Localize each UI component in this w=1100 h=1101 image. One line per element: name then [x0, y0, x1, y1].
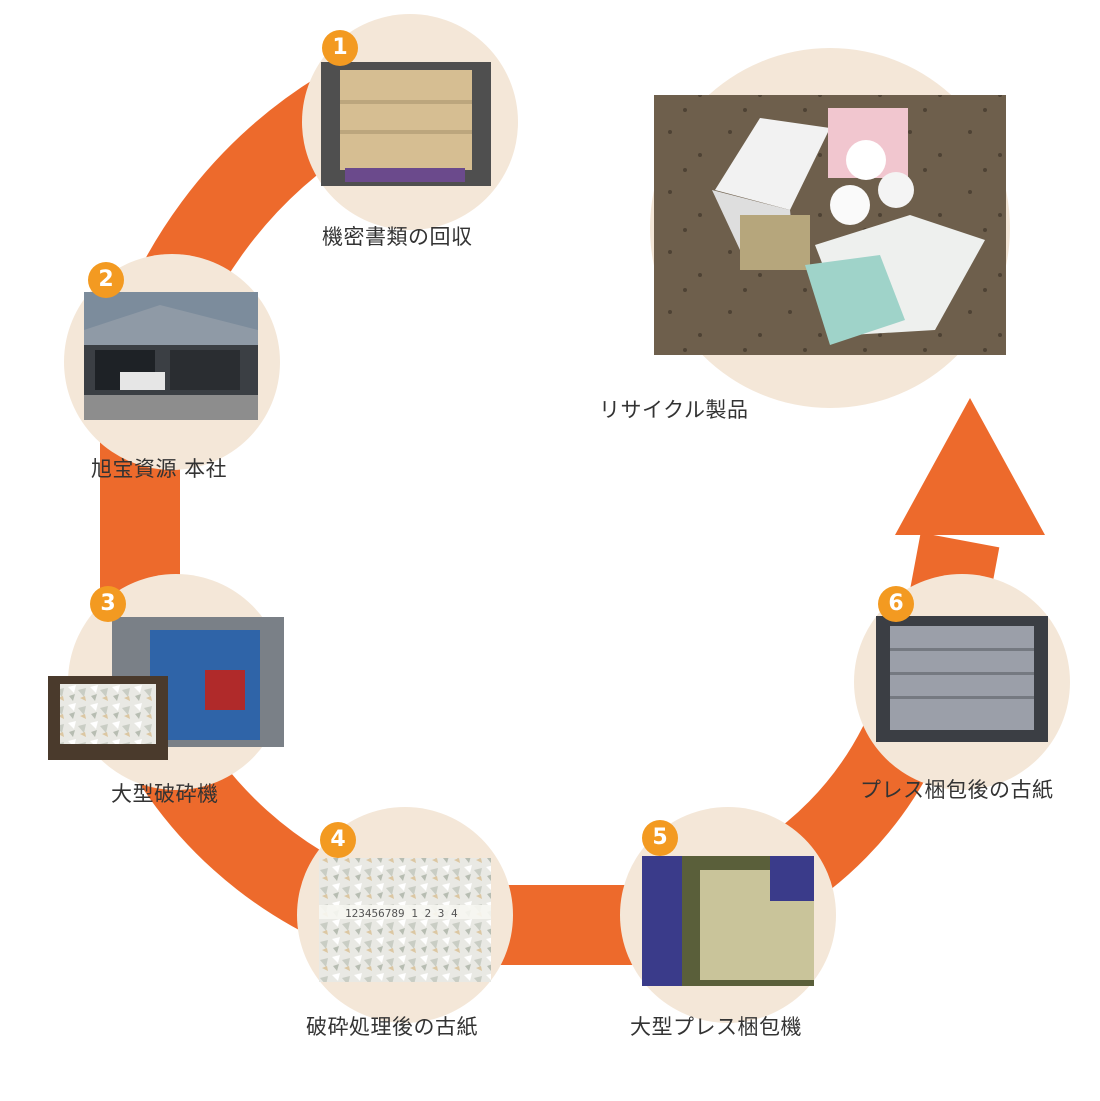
step-4-badge: 4: [320, 822, 356, 858]
step-1-badge: 1: [322, 30, 358, 66]
step-2-label: 旭宝資源 本社: [91, 457, 228, 481]
photo-document-pallet: [321, 62, 491, 186]
flow-ring-arrow: [100, 75, 970, 965]
step-5-badge: 5: [642, 820, 678, 856]
step-6-label: プレス梱包後の古紙: [860, 778, 1054, 802]
step-2-badge: 2: [88, 262, 124, 298]
photo-baled-paper: [876, 616, 1048, 742]
step-3-label: 大型破砕機: [111, 782, 219, 806]
svg-text:123456789 1 2 3 4: 123456789 1 2 3 4: [345, 907, 458, 920]
step-5-label: 大型プレス梱包機: [630, 1015, 802, 1039]
photo-recycled-products: [654, 95, 1006, 355]
photo-shredded-paper: 123456789 1 2 3 4: [319, 858, 491, 982]
step-3-badge: 3: [90, 586, 126, 622]
step-6-badge: 6: [878, 586, 914, 622]
photo-shredder: [48, 617, 284, 760]
photo-headquarters: [84, 292, 258, 420]
step-4-label: 破砕処理後の古紙: [306, 1015, 478, 1039]
photo-baler: [642, 856, 814, 986]
flow-arrowhead: [895, 398, 1045, 535]
step-1-label: 機密書類の回収: [322, 225, 473, 249]
result-label: リサイクル製品: [599, 398, 749, 422]
